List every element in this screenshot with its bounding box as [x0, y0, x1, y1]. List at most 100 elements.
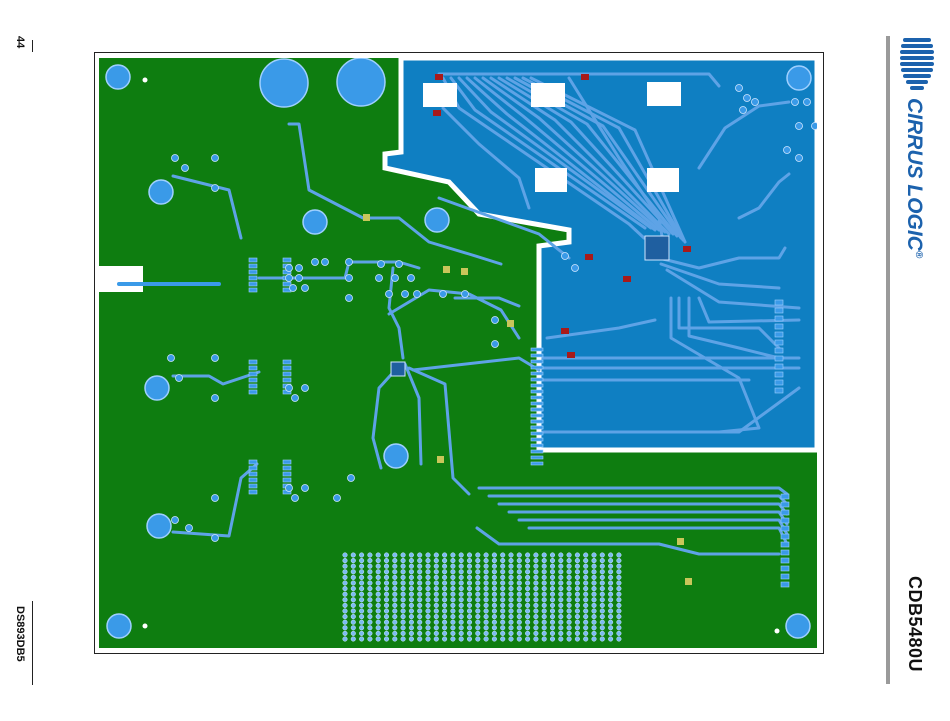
- stitching-via: [500, 553, 505, 558]
- stitching-via: [517, 581, 522, 586]
- stitching-via: [368, 626, 373, 631]
- stitching-via: [617, 598, 622, 603]
- stitching-via: [534, 603, 539, 608]
- stitching-via: [467, 581, 472, 586]
- stitching-via: [451, 637, 456, 642]
- stitching-via: [359, 637, 364, 642]
- stitching-via: [484, 553, 489, 558]
- stitching-via: [550, 558, 555, 563]
- smd-pad: [249, 460, 257, 464]
- stitching-via: [417, 553, 422, 558]
- smd-pad: [283, 460, 291, 464]
- stitching-via: [351, 620, 356, 625]
- stitching-via: [617, 558, 622, 563]
- stitching-via: [525, 592, 530, 597]
- stitching-via: [575, 603, 580, 608]
- stitching-via: [492, 581, 497, 586]
- stitching-via: [583, 626, 588, 631]
- stitching-via: [409, 558, 414, 563]
- header-pin: [775, 380, 783, 385]
- stitching-via: [451, 586, 456, 591]
- stitching-via: [384, 620, 389, 625]
- stitching-via: [451, 570, 456, 575]
- stitching-via: [376, 592, 381, 597]
- stitching-via: [592, 631, 597, 636]
- stitching-via: [484, 564, 489, 569]
- stitching-via: [617, 586, 622, 591]
- stitching-via: [476, 564, 481, 569]
- stitching-via: [550, 631, 555, 636]
- stitching-via: [451, 609, 456, 614]
- smd-pad: [283, 258, 291, 262]
- stitching-via: [467, 609, 472, 614]
- stitching-via: [592, 553, 597, 558]
- stitching-via: [542, 620, 547, 625]
- stitching-via: [583, 575, 588, 580]
- stitching-via: [401, 637, 406, 642]
- stitching-via: [459, 609, 464, 614]
- stitching-via: [434, 626, 439, 631]
- stitching-via: [442, 637, 447, 642]
- stitching-via: [534, 553, 539, 558]
- smd-pad: [249, 478, 257, 482]
- stitching-via: [442, 609, 447, 614]
- stitching-via: [368, 614, 373, 619]
- stitching-via: [409, 637, 414, 642]
- stitching-via: [368, 603, 373, 608]
- stitching-via: [368, 586, 373, 591]
- pcb-layout-figure: [94, 52, 824, 654]
- stitching-via: [459, 575, 464, 580]
- stitching-via: [459, 603, 464, 608]
- stitching-via: [434, 609, 439, 614]
- stitching-via: [492, 570, 497, 575]
- stitching-via: [542, 564, 547, 569]
- stitching-via: [426, 626, 431, 631]
- stitching-via: [351, 564, 356, 569]
- stitching-via: [343, 558, 348, 563]
- via-pad: [740, 107, 747, 114]
- stitching-via: [409, 553, 414, 558]
- stitching-via: [351, 626, 356, 631]
- header-pin: [775, 324, 783, 329]
- stitching-via: [384, 564, 389, 569]
- stitching-via: [376, 631, 381, 636]
- stitching-via: [575, 586, 580, 591]
- header-pin: [775, 364, 783, 369]
- via-pad: [172, 155, 179, 162]
- stitching-via: [525, 581, 530, 586]
- stitching-via: [476, 620, 481, 625]
- stitching-via: [534, 558, 539, 563]
- connector-pin: [531, 390, 543, 393]
- via-pad: [290, 285, 297, 292]
- stitching-via: [467, 558, 472, 563]
- via-pad: [812, 123, 818, 130]
- ic-footprint: [645, 236, 669, 260]
- stitching-via: [467, 603, 472, 608]
- stitching-via: [426, 564, 431, 569]
- stitching-via: [525, 558, 530, 563]
- stitching-via: [608, 637, 613, 642]
- stitching-via: [393, 609, 398, 614]
- via-pad: [402, 291, 409, 298]
- stitching-via: [567, 581, 572, 586]
- stitching-via: [517, 586, 522, 591]
- stitching-via: [559, 581, 564, 586]
- stitching-via: [351, 609, 356, 614]
- via-pad: [378, 261, 385, 268]
- stitching-via: [343, 626, 348, 631]
- stitching-via: [509, 553, 514, 558]
- stitching-via: [484, 614, 489, 619]
- stitching-via: [434, 586, 439, 591]
- via-pad: [376, 275, 383, 282]
- via-pad: [182, 165, 189, 172]
- mounting-hole: [260, 59, 308, 107]
- stitching-via: [583, 581, 588, 586]
- stitching-via: [426, 598, 431, 603]
- stitching-via: [509, 581, 514, 586]
- stitching-via: [476, 558, 481, 563]
- stitching-via: [476, 570, 481, 575]
- smd-pad: [249, 484, 257, 488]
- stitching-via: [575, 614, 580, 619]
- stitching-via: [434, 620, 439, 625]
- stitching-via: [359, 626, 364, 631]
